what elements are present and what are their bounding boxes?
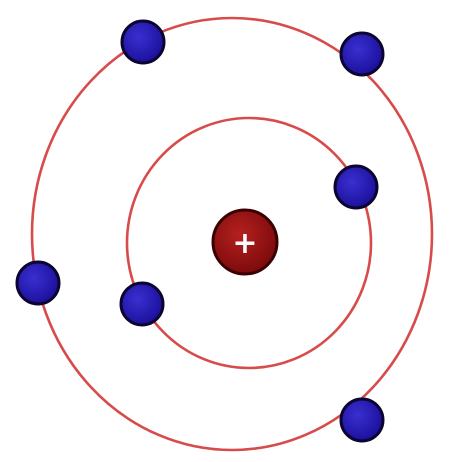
electron-outer-bottom-right [341, 399, 383, 441]
electron-outer-top-right [341, 33, 383, 75]
nucleus: + [213, 210, 277, 274]
nucleus-charge-label: + [232, 226, 257, 261]
electron-outer-top-left [122, 21, 164, 63]
electron-outer-left [17, 262, 59, 304]
electron-inner-left [121, 283, 163, 325]
electron-inner-right [335, 166, 377, 208]
